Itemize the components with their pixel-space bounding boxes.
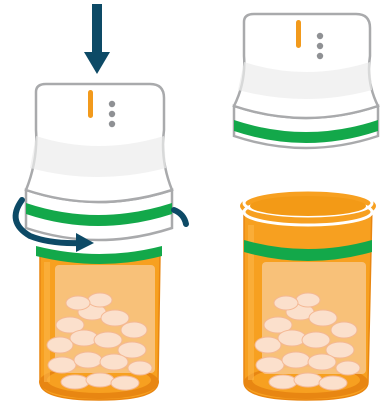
left-cap-led-dot: [109, 111, 115, 117]
right-bottle-opening: [250, 196, 366, 216]
left-cap-led-dot: [109, 101, 115, 107]
right-smart-cap-icon: [234, 14, 378, 148]
right-pill-bottle-icon: [240, 190, 376, 400]
push-down-arrow-icon: [84, 4, 110, 74]
right-cap-led-dot: [317, 43, 323, 49]
left-cap-led-dot: [109, 121, 115, 127]
right-cap-led-dot: [317, 33, 323, 39]
left-smart-cap-icon: [26, 84, 172, 240]
right-cap-led-dot: [317, 53, 323, 59]
panel-closed: [16, 4, 186, 400]
panel-open: [234, 14, 378, 400]
left-cap-indicator: [88, 90, 93, 118]
left-bottle: [36, 246, 162, 400]
right-cap-indicator: [296, 20, 301, 48]
